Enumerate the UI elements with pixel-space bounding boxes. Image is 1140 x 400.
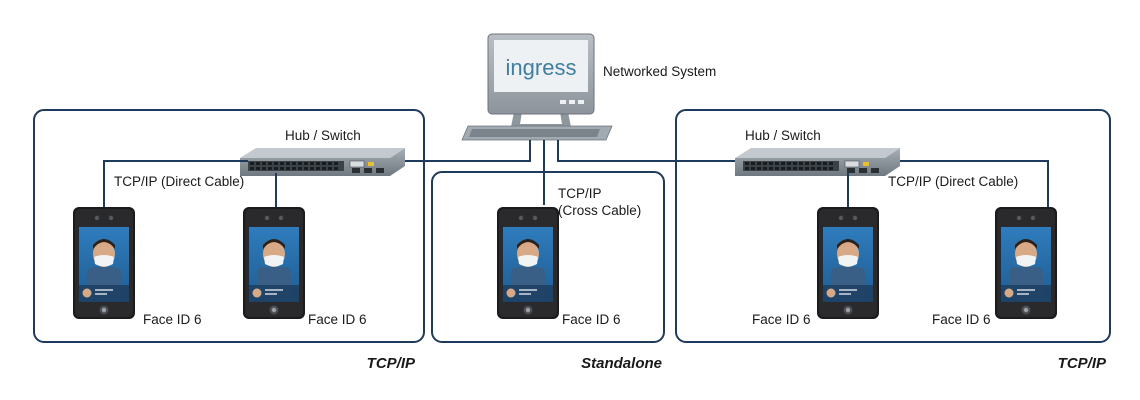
cable-left-device-1 <box>103 160 248 208</box>
mode-label-middle: Standalone <box>581 355 662 372</box>
face-terminal-icon <box>73 207 135 319</box>
device-label: Face ID 6 <box>143 312 202 327</box>
face-terminal-icon <box>995 207 1057 319</box>
switch-label-right: Hub / Switch <box>745 128 821 143</box>
group-box-left <box>33 109 425 343</box>
face-terminal-icon <box>497 207 559 319</box>
switch-icon <box>239 147 406 177</box>
computer-workstation: ingress <box>461 33 613 141</box>
cable-label-left: TCP/IP (Direct Cable) <box>114 174 244 189</box>
group-box-right <box>675 109 1111 343</box>
cable-to-right-switch <box>557 140 735 162</box>
brand-logo-text: ingress <box>506 55 577 80</box>
cable-label-right: TCP/IP (Direct Cable) <box>888 174 1018 189</box>
mode-label-left: TCP/IP <box>367 355 416 372</box>
face-terminal-icon <box>817 207 879 319</box>
cable-label-middle-line2: (Cross Cable) <box>558 203 641 218</box>
cable-to-left-switch <box>400 140 531 162</box>
device-label: Face ID 6 <box>562 312 621 327</box>
face-terminal-icon <box>243 207 305 319</box>
device-label: Face ID 6 <box>752 312 811 327</box>
device-label: Face ID 6 <box>308 312 367 327</box>
cable-label-middle-line1: TCP/IP <box>558 186 602 201</box>
mode-label-right: TCP/IP <box>1058 355 1107 372</box>
switch-label-left: Hub / Switch <box>285 128 361 143</box>
device-label: Face ID 6 <box>932 312 991 327</box>
group-box-middle <box>431 171 665 343</box>
cable-right-device-2 <box>900 160 1049 208</box>
switch-icon <box>734 147 901 177</box>
networked-system-label: Networked System <box>603 64 716 79</box>
